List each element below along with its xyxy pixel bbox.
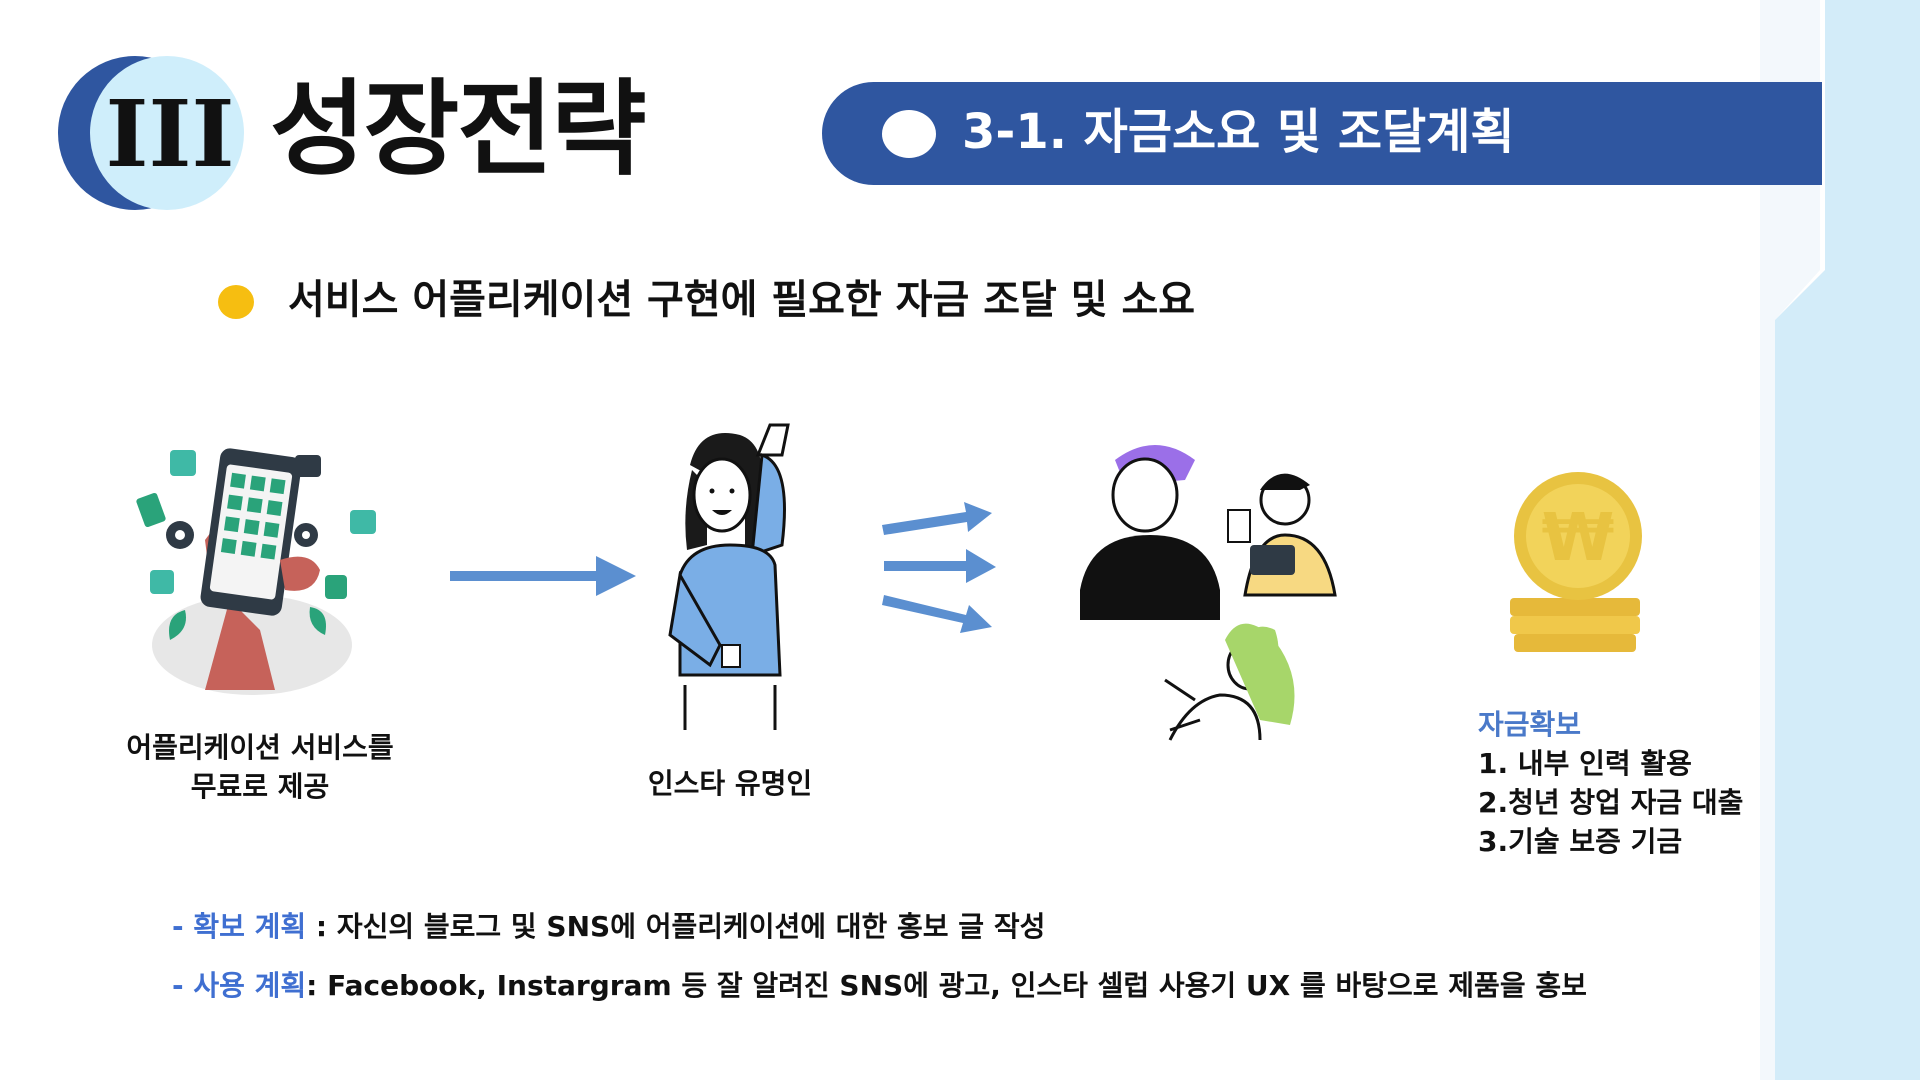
plan-key: - 확보 계획 bbox=[172, 910, 307, 943]
funding-item: 3.기술 보증 기금 bbox=[1478, 824, 1683, 858]
influencer-illustration bbox=[668, 423, 790, 730]
funding-item: 2.청년 창업 자금 대출 bbox=[1478, 785, 1744, 819]
plan-value: : 자신의 블로그 및 SNS에 어플리케이션에 대한 홍보 글 작성 bbox=[306, 910, 1046, 943]
arrow-right-icon bbox=[450, 556, 636, 596]
bullet-heading: 서비스 어플리케이션 구현에 필요한 자금 조달 및 소요 bbox=[288, 277, 1196, 323]
plan-item-use: - 사용 계획: Facebook, Instargram 등 잘 알려진 SN… bbox=[172, 957, 1587, 1016]
decorative-side-panel bbox=[1760, 0, 1920, 1080]
svg-text:III: III bbox=[105, 80, 234, 188]
plan-list: - 확보 계획 : 자신의 블로그 및 SNS에 어플리케이션에 대한 홍보 글… bbox=[172, 898, 1587, 1016]
subtitle-banner: 3-1. 자금소요 및 조달계획 bbox=[822, 82, 1822, 185]
won-coin-icon: ₩ bbox=[1510, 472, 1642, 652]
app-caption-line2: 무료로 제공 bbox=[190, 770, 330, 804]
bullet-dot bbox=[218, 285, 254, 319]
spread-arrows-icon bbox=[882, 502, 996, 633]
plan-key: - 사용 계획 bbox=[172, 968, 307, 1002]
subtitle-text: 3-1. 자금소요 및 조달계획 bbox=[962, 104, 1515, 160]
svg-text:₩: ₩ bbox=[1542, 499, 1615, 576]
funding-title: 자금확보 bbox=[1478, 708, 1582, 741]
app-caption: 어플리케이션 서비스를 무료로 제공 bbox=[80, 728, 440, 806]
banner-dot bbox=[882, 110, 936, 158]
audience-illustration bbox=[1080, 445, 1337, 741]
funding-item: 1. 내부 인력 활용 bbox=[1478, 746, 1692, 780]
section-number-badge: III bbox=[58, 56, 244, 210]
section-title: 성장전략 bbox=[270, 68, 647, 190]
phone-hand-illustration bbox=[136, 448, 376, 695]
influencer-caption: 인스타 유명인 bbox=[647, 767, 813, 800]
funding-sources: 자금확보 1. 내부 인력 활용 2.청년 창업 자금 대출 3.기술 보증 기… bbox=[1478, 706, 1743, 862]
plan-item-acquire: - 확보 계획 : 자신의 블로그 및 SNS에 어플리케이션에 대한 홍보 글… bbox=[172, 898, 1587, 957]
plan-value: : Facebook, Instargram 등 잘 알려진 SNS에 광고, … bbox=[306, 968, 1587, 1002]
app-caption-line1: 어플리케이션 서비스를 bbox=[126, 731, 394, 764]
